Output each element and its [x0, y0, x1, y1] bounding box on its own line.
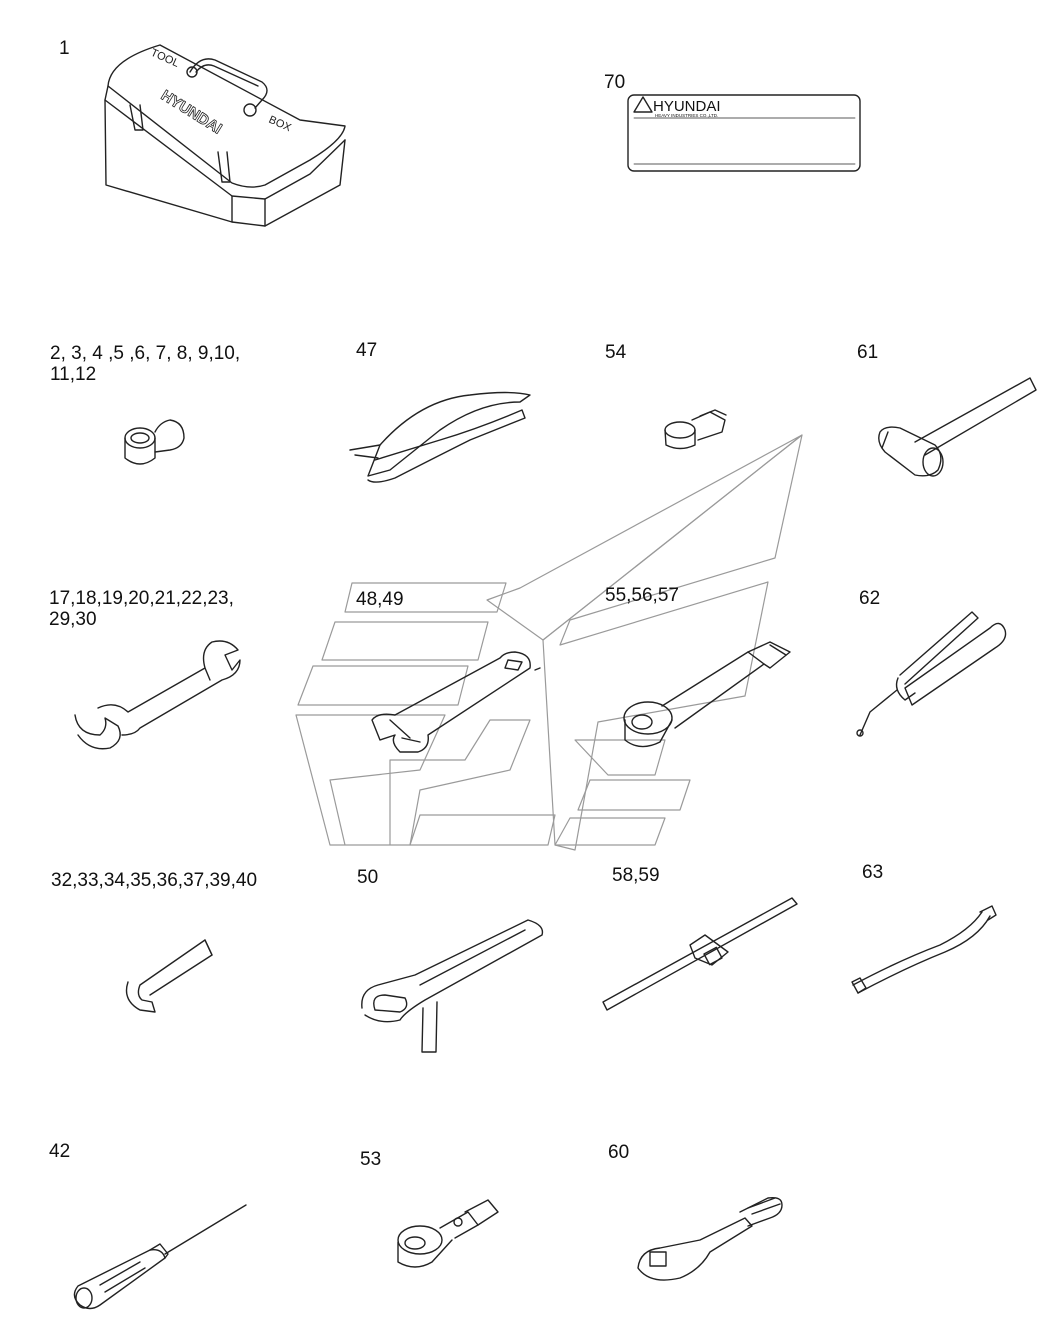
filter-wrench-drawing — [361, 919, 544, 1053]
hammer-drawing — [878, 377, 1037, 477]
socket-drawing — [124, 419, 185, 465]
universal-joint-drawing — [397, 1199, 499, 1268]
box-spanner-drawing — [623, 641, 791, 748]
label-pliers: 47 — [356, 340, 378, 361]
socket-adapter-drawing — [664, 409, 727, 450]
nameplate-drawing — [627, 94, 861, 172]
triangle-logo-icon — [633, 96, 653, 113]
spanner-drawing — [74, 640, 241, 750]
screwdriver-drawing — [73, 1204, 247, 1310]
label-toolbox: 1 — [59, 38, 70, 59]
ratchet-drawing — [637, 1196, 783, 1281]
label-hammer: 61 — [857, 342, 879, 363]
adjustable-wrench-drawing — [371, 651, 541, 753]
label-adjustable-wrench: 48,49 — [356, 589, 404, 610]
label-ratchet: 60 — [608, 1142, 630, 1163]
nameplate-company: HEAVY INDUSTRIES CO.,LTD. — [655, 113, 718, 118]
label-grease-gun: 62 — [859, 588, 881, 609]
toolbox-drawing — [104, 44, 346, 227]
grease-hose-drawing — [851, 905, 997, 994]
toolbox-word-brand: HYUNDAI — [158, 87, 225, 138]
label-socket-adapter: 54 — [605, 342, 627, 363]
tee-handle-drawing — [602, 897, 798, 1011]
label-box-spanner: 55,56,57 — [605, 585, 679, 606]
pliers-drawing — [349, 391, 531, 483]
toolbox-word-box: BOX — [267, 114, 294, 135]
label-nameplate: 70 — [604, 72, 626, 93]
label-universal-joint: 53 — [360, 1149, 382, 1170]
label-screwdriver: 42 — [49, 1141, 71, 1162]
label-spanners: 17,18,19,20,21,22,23, 29,30 — [49, 588, 234, 630]
toolbox-word-tool: TOOL — [149, 47, 181, 70]
hex-key-drawing — [125, 939, 213, 1013]
grease-gun-drawing — [856, 611, 1007, 737]
label-sockets: 2, 3, 4 ,5 ,6, 7, 8, 9,10, 11,12 — [50, 343, 241, 385]
label-tee-handle: 58,59 — [612, 865, 660, 886]
label-filter-wrench: 50 — [357, 867, 379, 888]
label-hex-keys: 32,33,34,35,36,37,39,40 — [51, 870, 258, 891]
nameplate-brand: HYUNDAI — [653, 98, 721, 115]
label-grease-hose: 63 — [862, 862, 884, 883]
watermark-logo — [295, 434, 803, 851]
